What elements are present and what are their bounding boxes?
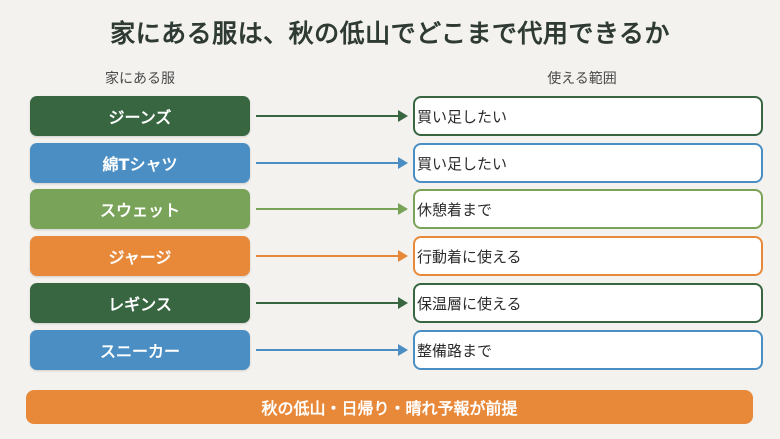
right-column-header: 使える範囲 <box>547 71 617 87</box>
mapping-row: スニーカー 整備路まで <box>0 330 780 370</box>
usage-range-text: 休憩着まで <box>417 200 493 219</box>
mapping-row: ジーンズ 買い足したい <box>0 96 780 136</box>
mapping-row: ジャージ 行動着に使える <box>0 236 780 276</box>
usage-range-text: 行動着に使える <box>417 247 522 266</box>
mapping-row: 綿Tシャツ 買い足したい <box>0 143 780 183</box>
arrow-right-icon <box>256 344 408 356</box>
usage-range-box: 行動着に使える <box>413 236 763 276</box>
usage-range-box: 休憩着まで <box>413 189 763 229</box>
usage-range-box: 保温層に使える <box>413 283 763 323</box>
footer-banner: 秋の低山・日帰り・晴れ予報が前提 <box>26 390 753 424</box>
clothing-item-label: ジーンズ <box>30 96 250 136</box>
page-title: 家にある服は、秋の低山でどこまで代用できるか <box>110 19 670 48</box>
arrow-right-icon <box>256 157 408 169</box>
clothing-item-label: スニーカー <box>30 330 250 370</box>
usage-range-text: 整備路まで <box>417 341 493 360</box>
arrow-right-icon <box>256 297 408 309</box>
clothing-item-label: レギンス <box>30 283 250 323</box>
usage-range-text: 買い足したい <box>417 154 508 173</box>
usage-range-text: 保温層に使える <box>417 294 522 313</box>
mapping-row: レギンス 保温層に使える <box>0 283 780 323</box>
usage-range-text: 買い足したい <box>417 107 508 126</box>
usage-range-box: 買い足したい <box>413 143 763 183</box>
left-column-header: 家にある服 <box>105 71 175 87</box>
usage-range-box: 買い足したい <box>413 96 763 136</box>
arrow-right-icon <box>256 203 408 215</box>
usage-range-box: 整備路まで <box>413 330 763 370</box>
arrow-right-icon <box>256 250 408 262</box>
clothing-item-label: スウェット <box>30 189 250 229</box>
mapping-row: スウェット 休憩着まで <box>0 189 780 229</box>
clothing-item-label: 綿Tシャツ <box>30 143 250 183</box>
clothing-item-label: ジャージ <box>30 236 250 276</box>
arrow-right-icon <box>256 110 408 122</box>
